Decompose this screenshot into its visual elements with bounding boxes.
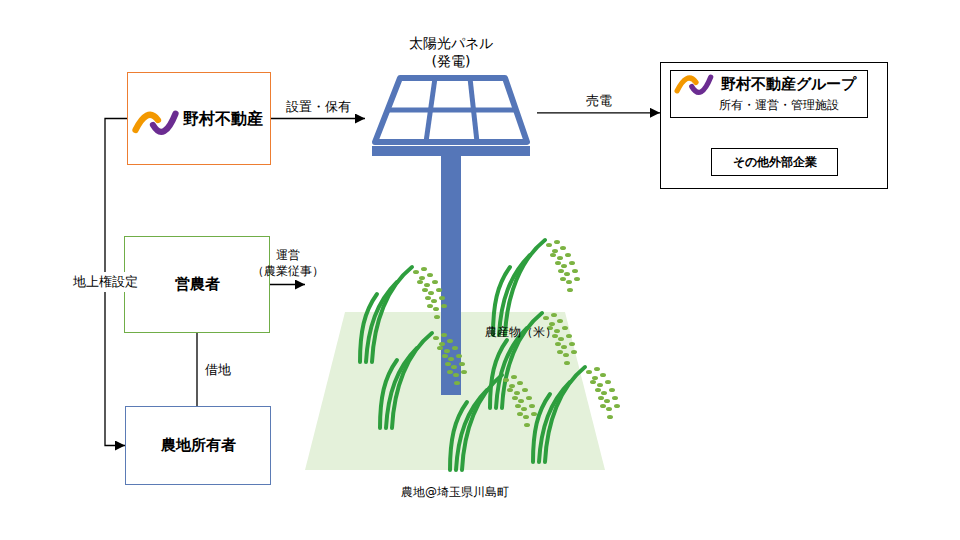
- farmland-outline: [305, 312, 605, 470]
- edge-label: 売電: [586, 93, 612, 109]
- node-text: 野村不動産: [183, 109, 263, 130]
- node-text: 所有・運営・管理施設: [719, 98, 839, 113]
- farmland-area: 農産物（米） 農地@埼玉県川島町: [305, 262, 605, 512]
- connector: [270, 284, 305, 285]
- company-logo: [677, 77, 711, 92]
- panel-grid: [470, 78, 477, 142]
- solar-panel-node: 太陽光パネル (発電): [365, 32, 537, 160]
- edge-label: 運営 （農業従事）: [248, 247, 328, 279]
- node-text: その他外部企業: [733, 154, 817, 171]
- panel-grid: [426, 78, 435, 142]
- company-logo: [136, 114, 176, 132]
- node-text: 農産物（米）: [485, 324, 557, 341]
- connector: [271, 118, 365, 119]
- edge-label: 設置・保有: [286, 99, 351, 115]
- node-text: 農地所有者: [161, 436, 236, 455]
- node-text: 太陽光パネル (発電): [405, 34, 497, 70]
- company-box: 野村不動産: [127, 72, 271, 165]
- connector: [537, 112, 660, 113]
- connector: [196, 333, 197, 406]
- group-facility-box: 野村不動産グループ所有・運営・管理施設: [670, 70, 868, 118]
- landowner-box: 農地所有者: [125, 406, 271, 485]
- edge-label: 借地: [205, 362, 231, 378]
- external-company-box: その他外部企業: [711, 148, 838, 176]
- panel-base: [372, 146, 530, 156]
- farmer-box: 営農者: [124, 236, 270, 333]
- edge-label: 地上権設定: [73, 272, 138, 292]
- panel-grid: [389, 108, 516, 113]
- node-text: 営農者: [175, 275, 220, 294]
- node-text: 野村不動産グループ: [721, 75, 856, 94]
- node-text: 農地@埼玉県川島町: [305, 484, 605, 501]
- buyer-group-box: 野村不動産グループ所有・運営・管理施設その他外部企業: [660, 62, 888, 189]
- farmland-shape: [305, 262, 605, 512]
- panel-frame: [375, 78, 527, 142]
